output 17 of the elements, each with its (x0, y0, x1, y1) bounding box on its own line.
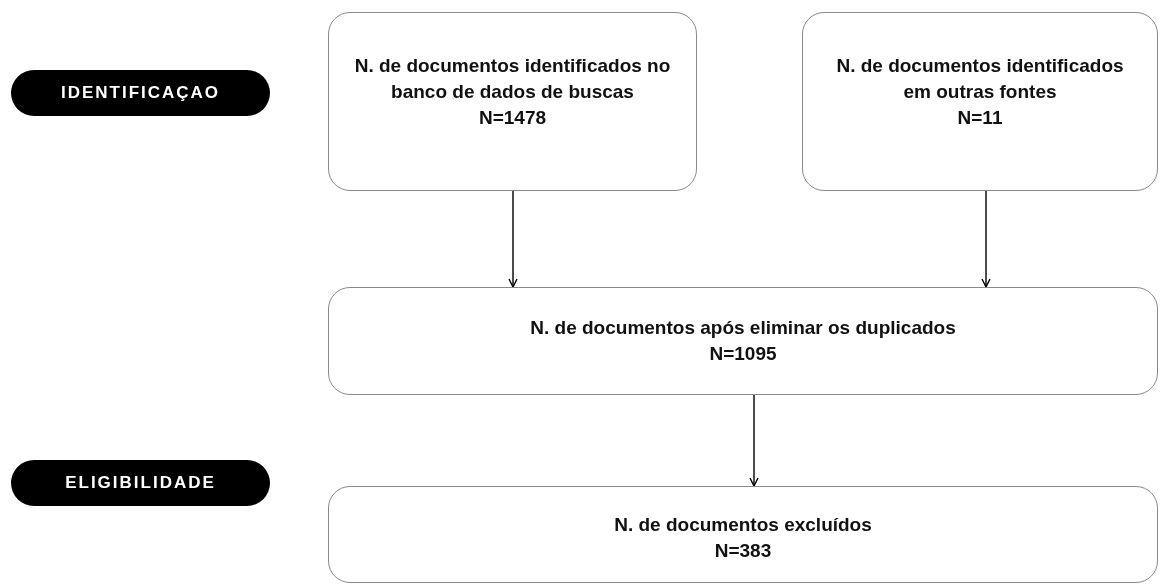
count-text: N=1095 (709, 342, 777, 367)
process-box (328, 287, 1158, 395)
count-text: N=11 (957, 106, 1003, 131)
box-text: N. de documentos excluídos (614, 513, 872, 537)
stage-label: IDENTIFICAÇAO (11, 70, 270, 116)
arrow (508, 190, 518, 288)
arrow (749, 394, 759, 487)
count-text: N=383 (714, 539, 772, 564)
arrow (981, 190, 991, 288)
stage-label: ELIGIBILIDADE (11, 460, 270, 506)
box-text: N. de documentos identificados no banco de dados de buscas (353, 54, 672, 105)
process-box (328, 12, 697, 191)
process-box (802, 12, 1158, 191)
count-text: N=1478 (478, 106, 547, 131)
box-text: N. de documentos identificados em outras fontes (835, 54, 1125, 105)
box-text: N. de documentos após eliminar os duplicados (530, 316, 956, 340)
process-box (328, 486, 1158, 583)
